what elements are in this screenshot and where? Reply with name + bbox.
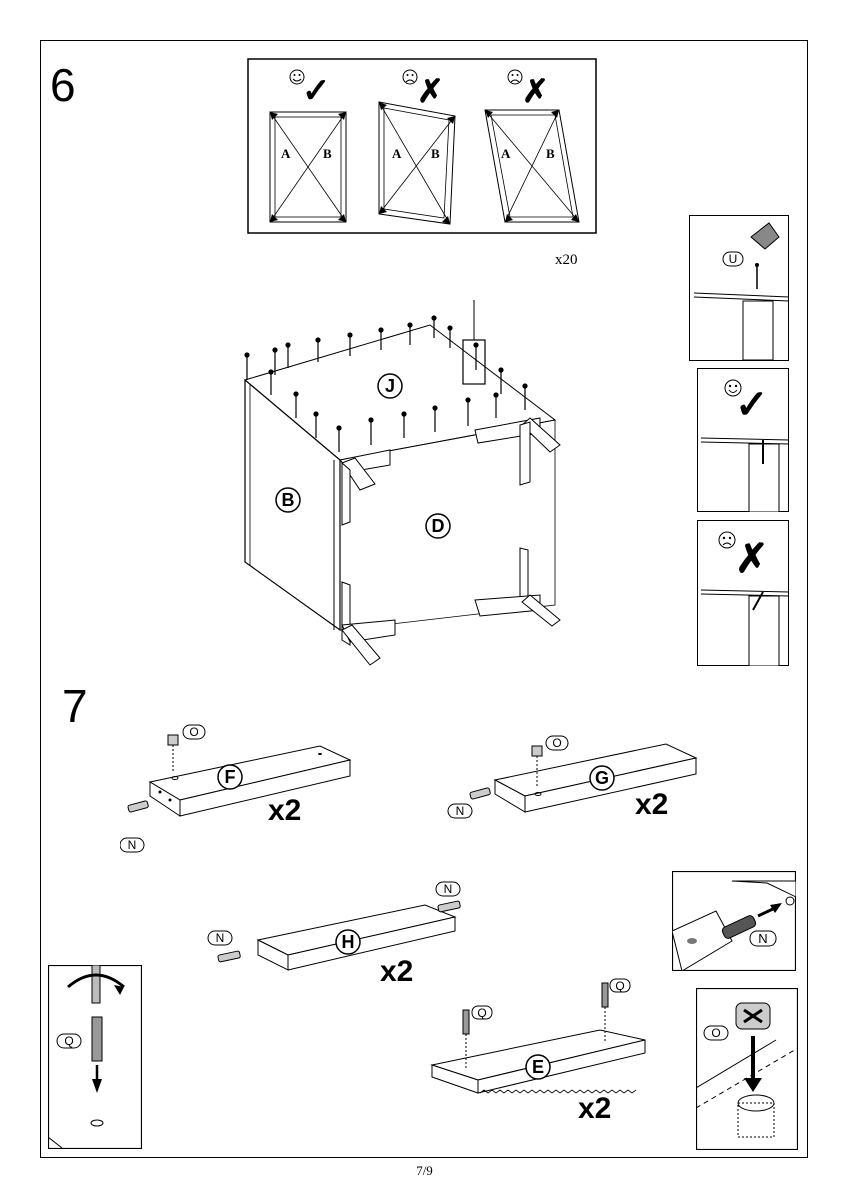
skewed-frame-2 — [484, 109, 580, 223]
part-label-o: O — [711, 1026, 720, 1040]
cam-lock-detail-box: O — [696, 988, 798, 1150]
part-label-d: D — [432, 516, 445, 536]
screw-icon — [91, 1016, 103, 1062]
nail-wrong-box: ✗ — [697, 520, 789, 666]
screw-icon — [601, 982, 609, 1041]
step-7-number: 7 — [62, 680, 88, 732]
label-b-3: B — [546, 146, 555, 161]
frown-icon — [507, 69, 523, 85]
part-label-b: B — [282, 490, 295, 510]
part-label-q: Q — [615, 979, 624, 993]
part-label-o: O — [189, 725, 198, 739]
qty-h: x2 — [380, 955, 413, 988]
smiley-icon — [724, 379, 742, 397]
step-6-number: 6 — [50, 59, 76, 111]
cross-icon: ✗ — [735, 537, 769, 581]
part-label-o: O — [552, 736, 561, 750]
part-label-j: J — [385, 376, 395, 396]
nail-icons — [244, 315, 528, 452]
dowel-detail-box: N — [672, 871, 796, 971]
label-a-2: A — [392, 146, 402, 161]
part-label-n: N — [128, 838, 137, 852]
cross-icon: ✗ — [417, 73, 444, 109]
hammer-icon — [750, 222, 780, 250]
screw-icon — [462, 1009, 470, 1070]
screw-install-detail-box: Q — [48, 965, 142, 1149]
cam-lock-icon — [531, 745, 543, 757]
frown-icon — [402, 69, 418, 85]
label-b-2: B — [431, 146, 440, 161]
cam-lock-icon — [735, 1002, 771, 1030]
part-label-n: N — [758, 931, 767, 946]
panel-f-drawing: F x2 O N — [120, 724, 352, 853]
diagonal-check-panel: A B A B A B ✓ ✗ ✗ — [247, 58, 597, 234]
arrow-icon — [770, 903, 782, 913]
checkmark-icon: ✓ — [735, 383, 769, 427]
part-label-n: N — [216, 931, 225, 945]
nail-correct-box: ✓ — [697, 368, 789, 512]
page-number: 7/9 — [416, 1163, 433, 1178]
label-a-1: A — [281, 146, 291, 161]
part-label-h: H — [342, 932, 355, 952]
part-label-f: F — [225, 767, 236, 787]
panel-g-drawing: G x2 O N — [447, 735, 698, 821]
cabinet-back-panel-drawing: J B D — [243, 300, 561, 666]
part-label-g: G — [595, 768, 609, 788]
nail-count-label: x20 — [555, 252, 578, 268]
page-frame — [40, 40, 808, 1158]
skewed-frame-1 — [378, 101, 456, 225]
qty-f: x2 — [268, 794, 301, 827]
qty-g: x2 — [635, 788, 668, 821]
cross-icon: ✗ — [522, 73, 549, 109]
frown-icon — [718, 531, 736, 549]
cam-lock-icon — [167, 734, 179, 746]
smiley-icon — [289, 69, 305, 85]
panel-h-drawing: H x2 N N — [207, 881, 461, 988]
qty-e: x2 — [578, 1092, 611, 1125]
label-b-1: B — [323, 146, 332, 161]
part-label-e: E — [532, 1057, 544, 1077]
square-frame-correct — [269, 111, 347, 223]
part-label-n: N — [444, 882, 453, 896]
hammer-detail-box: U — [689, 215, 789, 361]
part-label-q: Q — [64, 1034, 73, 1048]
dowel-icon — [721, 915, 757, 939]
checkmark-icon: ✓ — [302, 72, 331, 110]
part-label-q: Q — [477, 1006, 486, 1020]
part-label-n: N — [456, 804, 465, 818]
rotate-arrow-icon — [67, 973, 125, 989]
part-label-u: U — [729, 252, 738, 266]
panel-e-drawing: Q Q E x2 — [430, 978, 646, 1125]
label-a-3: A — [501, 146, 511, 161]
